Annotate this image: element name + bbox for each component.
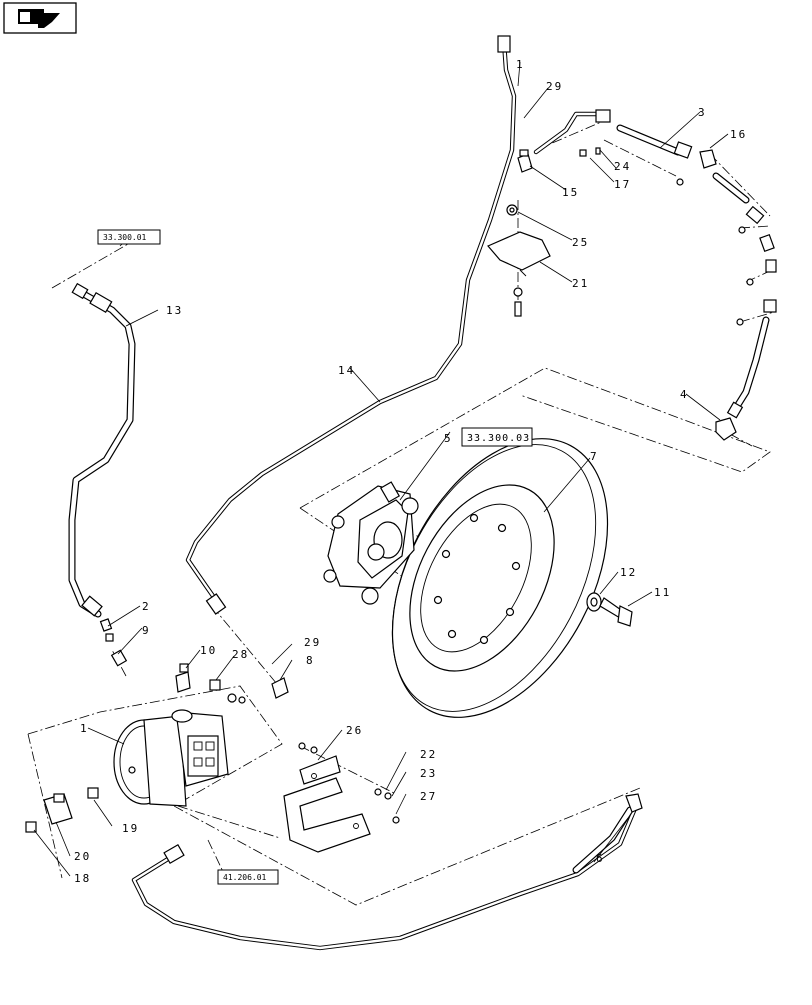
callout-25: 25 xyxy=(572,236,589,249)
elbow-fitting-4[interactable] xyxy=(715,417,737,441)
callout-28: 28 xyxy=(232,648,249,661)
bolt-under-bracket[interactable] xyxy=(513,287,523,317)
brake-line-6[interactable] xyxy=(131,793,643,951)
callout-21: 21 xyxy=(572,277,589,290)
reference-box-top-left[interactable]: 33.300.01 xyxy=(97,229,161,245)
callout-5: 5 xyxy=(444,432,453,445)
brake-line-segments-3[interactable] xyxy=(533,109,777,419)
reference-box-disc[interactable]: 33.300.03 xyxy=(461,427,533,447)
reference-label: 41.206.01 xyxy=(223,873,267,882)
callout-1b: 1 xyxy=(516,58,525,71)
callout-22: 22 xyxy=(420,748,437,761)
callout-26: 26 xyxy=(346,724,363,737)
reference-label: 33.300.03 xyxy=(467,433,530,444)
callout-23: 23 xyxy=(420,767,437,780)
elbow-fitting-10[interactable] xyxy=(175,663,191,693)
brake-actuator-1[interactable] xyxy=(113,709,229,807)
callout-10: 10 xyxy=(200,644,217,657)
callout-15: 15 xyxy=(562,186,579,199)
fitting-15[interactable] xyxy=(517,149,533,173)
brake-disc-7[interactable] xyxy=(348,402,651,753)
callout-3: 3 xyxy=(698,106,707,119)
callout-8: 8 xyxy=(306,654,315,667)
fitting-9[interactable] xyxy=(110,649,128,667)
callout-29: 29 xyxy=(546,80,563,93)
callout-leaders xyxy=(33,61,729,877)
plug-28[interactable] xyxy=(209,679,221,691)
fitting-19[interactable] xyxy=(87,787,99,799)
callout-7: 7 xyxy=(590,450,599,463)
disc-bolt-holes xyxy=(433,513,521,645)
bolt-11[interactable] xyxy=(599,597,633,627)
mounting-bracket-26[interactable] xyxy=(283,755,371,853)
reference-box-bottom[interactable]: 41.206.01 xyxy=(217,869,279,885)
callout-20: 20 xyxy=(74,850,91,863)
washer-12[interactable] xyxy=(586,592,602,612)
brake-pipe-14[interactable] xyxy=(185,35,517,615)
callout-24: 24 xyxy=(614,160,631,173)
callout-2: 2 xyxy=(142,600,151,613)
callout-27: 27 xyxy=(420,790,437,803)
brake-hose-13[interactable] xyxy=(68,282,136,618)
view-navigation-icon[interactable] xyxy=(3,2,77,34)
callout-19: 19 xyxy=(122,822,139,835)
callout-14: 14 xyxy=(338,364,355,377)
callout-12: 12 xyxy=(620,566,637,579)
callout-1: 1 xyxy=(80,722,89,735)
nut-25[interactable] xyxy=(506,204,518,216)
callout-17: 17 xyxy=(614,178,631,191)
callout-29b: 29 xyxy=(304,636,321,649)
reference-label: 33.300.01 xyxy=(103,233,147,242)
elbow-fitting-16[interactable] xyxy=(699,149,717,169)
callout-9: 9 xyxy=(142,624,151,637)
fitting-18[interactable] xyxy=(25,821,37,833)
brake-caliper-5[interactable] xyxy=(323,481,419,605)
callout-6: 6 xyxy=(596,852,605,865)
fitting-2[interactable] xyxy=(99,618,114,642)
callout-labels: 1 29 3 16 15 24 17 25 21 13 14 5 7 4 12 … xyxy=(74,58,747,885)
callout-16: 16 xyxy=(730,128,747,141)
valve-20[interactable] xyxy=(43,793,73,825)
small-washers-actuator xyxy=(227,693,246,704)
callout-13: 13 xyxy=(166,304,183,317)
fasteners-22-23-27 xyxy=(298,742,400,824)
callout-4: 4 xyxy=(680,388,689,401)
small-fasteners-upper-right xyxy=(579,147,754,326)
callout-18: 18 xyxy=(74,872,91,885)
callout-11: 11 xyxy=(654,586,671,599)
bracket-21[interactable] xyxy=(487,231,551,277)
